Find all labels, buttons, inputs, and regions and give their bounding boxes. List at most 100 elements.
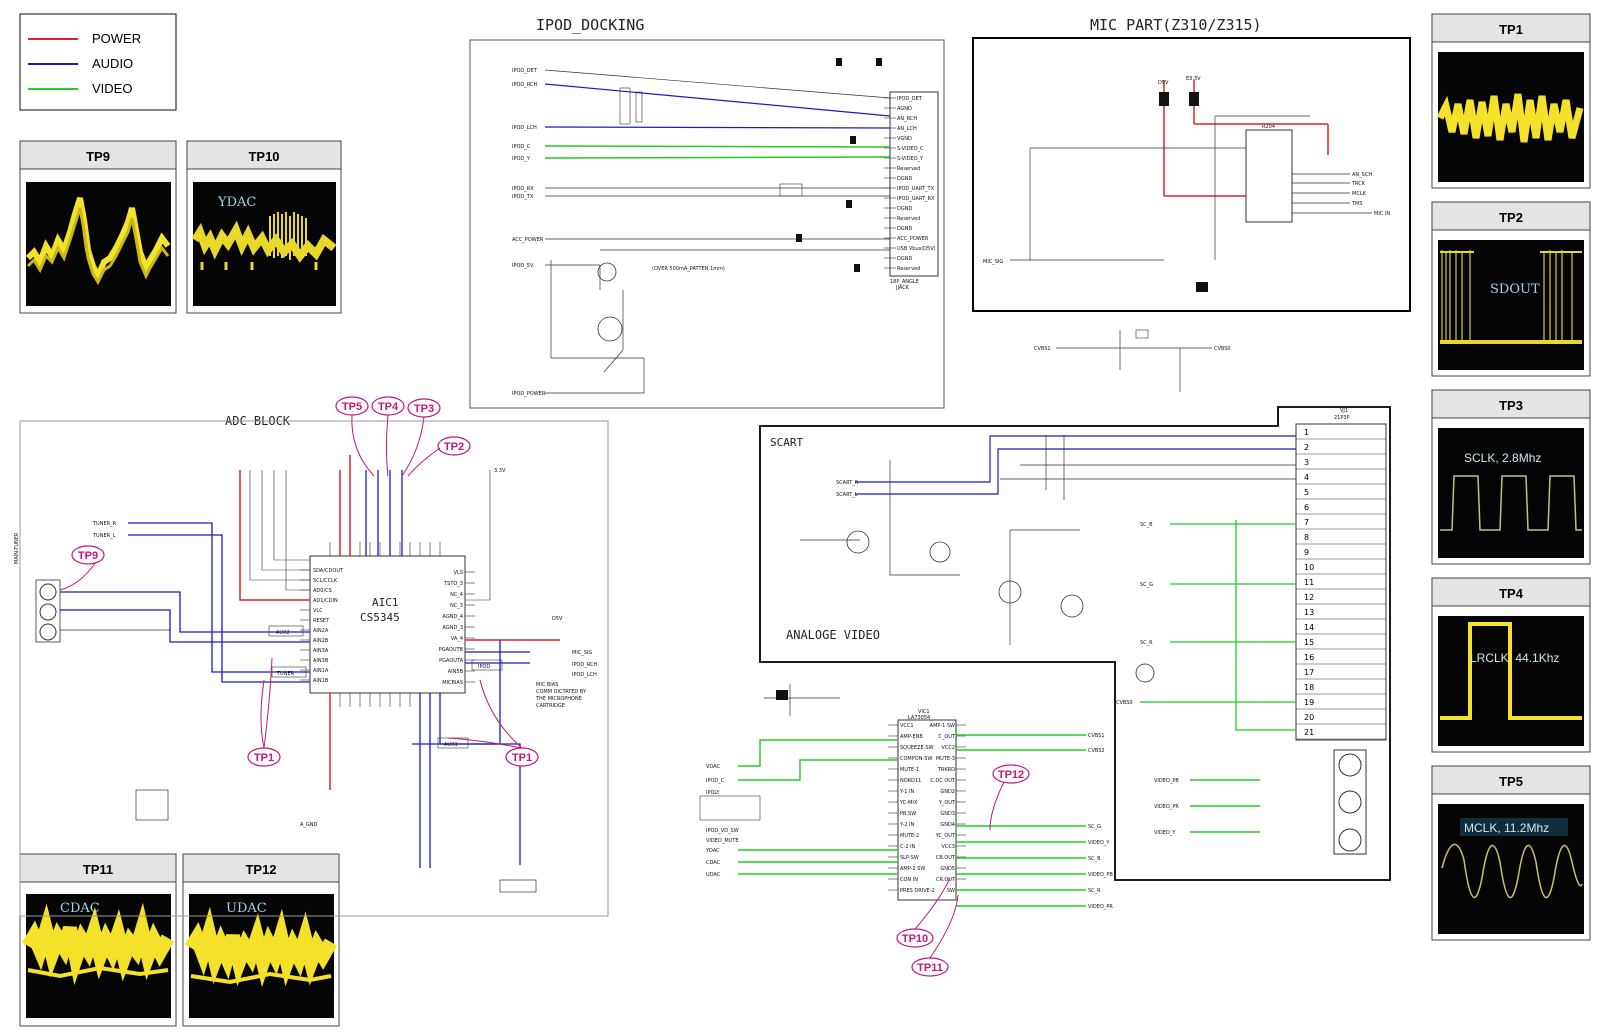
svg-text:YDAC: YDAC — [217, 195, 256, 210]
svg-text:VIC1: VIC1 — [918, 709, 930, 715]
ipod-signal-label: IPOD_C — [512, 144, 531, 150]
scart-pin-number: 19 — [1304, 698, 1314, 707]
ipod-pin-label: DGND — [897, 226, 912, 232]
scart-pin-number: 16 — [1304, 653, 1314, 662]
adc-right-pin: NC_4 — [450, 592, 463, 598]
svg-text:CVBS0: CVBS0 — [1214, 346, 1231, 352]
scart-pin-number: 15 — [1304, 638, 1314, 647]
ipod-pin-label: IPOD_UART_TX — [897, 186, 935, 192]
scope-tp4: TP4 LRCLK, 44.1Khz — [1431, 577, 1591, 753]
vchip-left-pin: MUTE-1 — [900, 767, 919, 773]
svg-text:THE MICROPHONE: THE MICROPHONE — [535, 696, 582, 702]
svg-text:TRCK: TRCK — [1351, 181, 1366, 187]
svg-text:JJACK: JJACK — [895, 285, 910, 291]
svg-text:TP5: TP5 — [342, 401, 362, 413]
vchip-right-pin: CB.OUT — [936, 855, 956, 861]
scart-pin-number: 10 — [1304, 563, 1314, 572]
video-net-right: SC_B — [1088, 856, 1101, 862]
vchip-left-pin: PB.SW — [900, 811, 916, 817]
svg-text:TP12: TP12 — [245, 862, 276, 877]
ipod-signal-label: IPOD_Y — [512, 156, 531, 162]
adc-right-pin: VLS — [454, 570, 463, 576]
ipod-signal-label: IPOD_TX — [512, 194, 534, 200]
svg-text:MIC_SIG: MIC_SIG — [572, 650, 592, 656]
svg-text:A_GND: A_GND — [300, 822, 318, 828]
scart-pin-number: 3 — [1304, 458, 1309, 467]
scart-pin-number: 20 — [1304, 713, 1314, 722]
scart-pin-number: 11 — [1304, 578, 1314, 587]
svg-text:TUNER: TUNER — [276, 671, 295, 677]
vchip-right-pin: GND2 — [940, 789, 955, 795]
svg-text:TUNER_R: TUNER_R — [92, 521, 117, 527]
scart-pin-number: 2 — [1304, 443, 1309, 452]
vchip-right-pin: VCC3 — [941, 844, 955, 850]
svg-text:TP11: TP11 — [917, 962, 943, 974]
vchip-left-pin: C-2 IN — [900, 844, 916, 850]
adc-left-pin: AD0/CS — [313, 588, 332, 594]
svg-text:MCLK: MCLK — [1352, 191, 1367, 197]
svg-text:TP1: TP1 — [1499, 22, 1523, 37]
svg-text:MIC_SIG: MIC_SIG — [983, 259, 1003, 265]
scart-net-label: SCART_R — [836, 480, 859, 486]
vchip-left-pin: MUTE-2 — [900, 833, 919, 839]
scart-net-label: CVBS0 — [1116, 700, 1133, 706]
svg-text:LA73054: LA73054 — [908, 715, 930, 721]
scope-tp11: TP11 CDAC — [19, 853, 177, 1027]
svg-text:TP1: TP1 — [254, 752, 274, 764]
ipod-signal-label: IPOD_LCH — [512, 125, 537, 131]
adc-left-pin: AIN1B — [313, 678, 329, 684]
video-net-left: VDAC — [706, 764, 721, 770]
ipod-pin-label: AN_RCH — [897, 116, 917, 122]
adc-left-pin: AIN3A — [313, 648, 329, 654]
svg-text:AUX1: AUX1 — [444, 742, 458, 748]
svg-text:TP4: TP4 — [378, 401, 399, 413]
scart-pin-number: 6 — [1304, 503, 1309, 512]
scope-tp5: TP5 MCLK, 11.2Mhz — [1431, 765, 1591, 941]
scart-pin-number: 14 — [1304, 623, 1314, 632]
adc-block: ADC BLOCK AIC1 CS5345 VLSTSTO_3NC_4NC_3A… — [14, 414, 609, 917]
video-driver: VIC1 LA73054 VCC1AMP-ENBSQUEEZE-SWCOMPON… — [699, 684, 1260, 910]
svg-text:TMS: TMS — [1351, 201, 1363, 207]
svg-text:TP11: TP11 — [83, 862, 113, 877]
ipod-pin-label: Reserved — [897, 216, 920, 222]
svg-text:TP5: TP5 — [1499, 774, 1523, 789]
analog-video-title: ANALOGE VIDEO — [786, 628, 880, 642]
svg-text:SCLK, 2.8Mhz: SCLK, 2.8Mhz — [1464, 451, 1541, 465]
svg-text:21P3P: 21P3P — [1334, 415, 1350, 421]
vchip-right-pin: YC_OUT — [935, 833, 956, 839]
vchip-left-pin: Y-2 IN — [899, 822, 915, 828]
video-net-left: YDAC — [705, 848, 720, 854]
svg-text:18P_ANGLE: 18P_ANGLE — [890, 279, 919, 285]
svg-text:CDAC: CDAC — [60, 901, 100, 916]
ipod-block-title: IPOD_DOCKING — [536, 16, 644, 34]
adc-left-pin: AIN2B — [313, 638, 329, 644]
svg-text:LRCLK, 44.1Khz: LRCLK, 44.1Khz — [1470, 651, 1559, 665]
ipod-signal-label: IPOD_DET — [512, 68, 538, 74]
video-net-left: IPOLY — [706, 790, 721, 796]
scart-net-label: SC_G — [1140, 582, 1153, 588]
ipod-docking-block: IPOD_DOCKING IPOD_DETAGNDAN_RCHAN_LCHVGN… — [469, 16, 945, 409]
video-net-left: CDAC — [706, 860, 721, 866]
svg-text:3.3V: 3.3V — [494, 468, 506, 474]
scope-tp1: TP1 — [1431, 13, 1591, 189]
ipod-pin-label: DGND — [897, 176, 912, 182]
scope-tp9: TP9 — [19, 140, 177, 314]
svg-text:TP12: TP12 — [998, 769, 1024, 781]
vchip-left-pin: NORD11 — [900, 778, 921, 784]
mic-block-title: MIC PART(Z310/Z315) — [1090, 16, 1262, 34]
video-net-right: VIDEO_Y — [1088, 840, 1110, 846]
vchip-left-pin: PRES DRIVE-2 — [900, 888, 935, 894]
svg-text:IPOD: IPOD — [478, 664, 490, 670]
video-net-right: VIDEO_PB — [1088, 872, 1113, 878]
vchip-left-pin: YC-MIX — [899, 800, 918, 806]
adc-left-pin: SCL/CCLK — [313, 578, 338, 584]
adc-right-pin: AGND_4 — [443, 614, 463, 620]
ipod-pin-label: ACC_POWER — [897, 236, 929, 242]
svg-text:TP10: TP10 — [902, 933, 928, 945]
vchip-right-pin: AMP-1 SW — [930, 723, 955, 729]
svg-text:IPOD_LCH: IPOD_LCH — [572, 672, 597, 678]
video-net-left: VIDEO_MUTE — [706, 838, 739, 844]
scope-tp12: TP12 UDAC — [182, 853, 340, 1027]
ipod-pin-label: DGND — [897, 206, 912, 212]
